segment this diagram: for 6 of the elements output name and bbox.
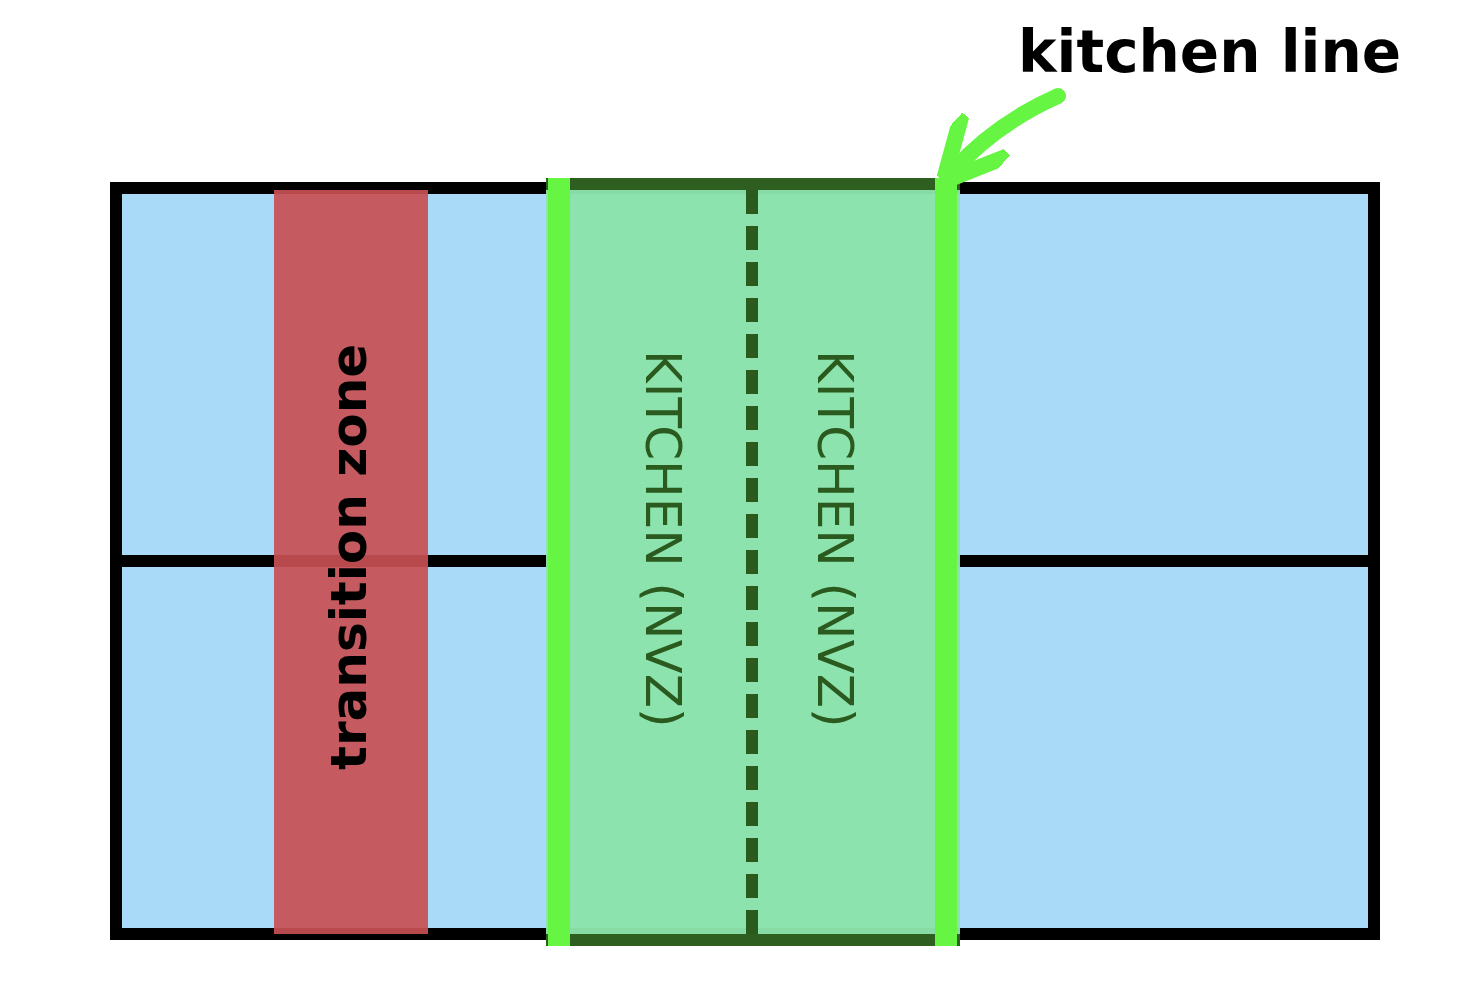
zone-label: KITCHEN (NVZ) <box>806 350 864 728</box>
transition-zone-band <box>274 190 428 934</box>
zone-label: KITCHEN (NVZ) <box>634 350 692 728</box>
kitchen-zone <box>546 178 960 946</box>
callout-text: kitchen line <box>1018 18 1402 86</box>
zone-label: transition zone <box>319 342 379 770</box>
